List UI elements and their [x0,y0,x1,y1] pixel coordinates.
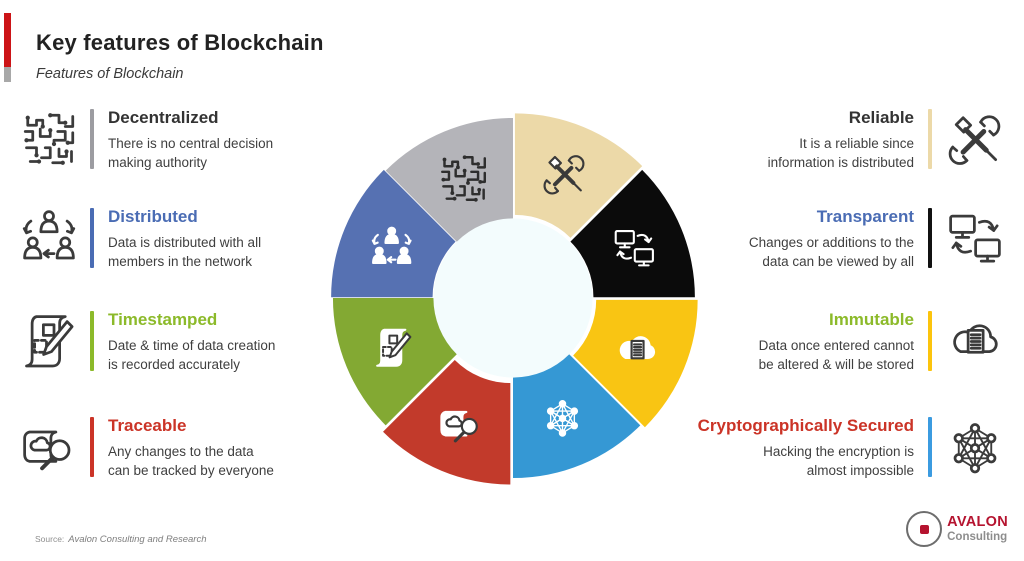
feature-immutable: Immutable Data once entered cannot be al… [668,308,1008,374]
accent-bar [4,13,11,82]
wheel-segment-timestamped [332,298,458,426]
wheel-center [433,218,593,378]
feature-divider [90,417,94,477]
feature-desc: Data once entered cannot be altered & wi… [758,338,914,372]
accent-bar-red [4,13,11,67]
features-wheel [324,109,702,487]
feature-title: Transparent [816,207,914,226]
feature-timestamped: Timestamped Date & time of data creation… [16,308,346,374]
source-note: Source:Avalon Consulting and Research [35,529,207,547]
logo-dot-icon [919,524,929,534]
feature-divider [90,311,94,371]
feature-desc: Data is distributed with all members in … [108,235,262,269]
feature-transparent: Transparent Changes or additions to the … [668,205,1008,271]
cloud-doc-icon [942,308,1008,374]
circuit-maze-icon [16,106,82,172]
feature-title: Distributed [108,207,198,226]
feature-divider [928,417,932,477]
tools-icon [942,106,1008,172]
mesh-network-icon [942,414,1008,480]
page-subtitle: Features of Blockchain [36,66,184,82]
wheel-segment-decentralized [385,117,513,243]
avalon-logo: AVALON Consulting [906,511,1008,547]
logo-name: AVALON [947,514,1008,531]
wheel-segment-traceable [383,360,511,485]
feature-desc: Hacking the encryption is almost impossi… [763,444,914,478]
feature-cryptographically-secured: Cryptographically Secured Hacking the en… [668,414,1008,480]
logo-sub: Consulting [947,530,1008,543]
feature-divider [928,208,932,268]
wheel-segment-distributed [331,169,456,298]
feature-divider [928,109,932,169]
accent-bar-gray [4,67,11,82]
wheel-segment-transparent [570,169,695,298]
feature-divider [90,208,94,268]
feature-title: Traceable [108,416,187,435]
feature-desc: Any changes to the data can be tracked b… [108,444,274,478]
feature-reliable: Reliable It is a reliable since informat… [668,106,1008,172]
logo-circle-icon [906,511,943,547]
features-wheel-svg [331,113,698,485]
feature-desc: Date & time of data creation is recorded… [108,338,276,372]
feature-traceable: Traceable Any changes to the data can be… [16,414,346,480]
feature-divider [90,109,94,169]
map-magnifier-icon [16,414,82,480]
feature-title: Reliable [848,108,914,127]
wheel-segment-reliable [514,113,643,238]
source-text: Avalon Consulting and Research [68,534,207,545]
feature-distributed: Distributed Data is distributed with all… [16,205,346,271]
wheel-segment-immutable [573,299,698,428]
people-network-icon [16,205,82,271]
wheel-segment-cryptographically-secured [513,353,641,479]
feature-title: Timestamped [108,310,218,329]
feature-decentralized: Decentralized There is no central decisi… [16,106,346,172]
feature-desc: There is no central decision making auth… [108,136,274,170]
feature-title: Decentralized [108,108,219,127]
monitors-sync-icon [942,205,1008,271]
feature-divider [928,311,932,371]
feature-desc: Changes or additions to the data can be … [748,235,914,269]
page-title: Key features of Blockchain [36,30,324,55]
source-label: Source: [35,534,65,544]
feature-title: Immutable [828,310,914,329]
scroll-pencil-icon [16,308,82,374]
feature-desc: It is a reliable since information is di… [767,136,914,170]
feature-title: Cryptographically Secured [697,416,914,435]
